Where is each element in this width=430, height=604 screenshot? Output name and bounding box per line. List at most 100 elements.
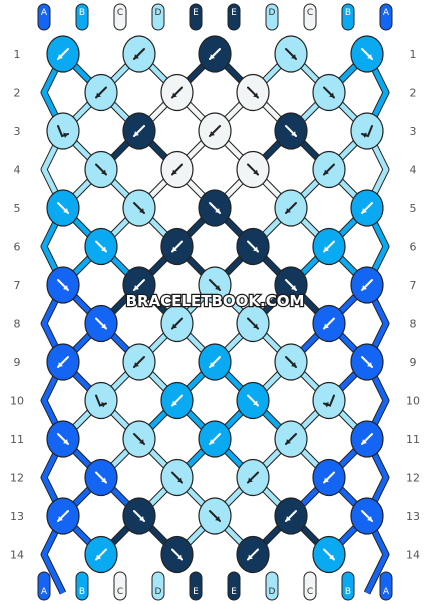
knot bbox=[236, 458, 270, 497]
row-number: 5 bbox=[14, 202, 21, 215]
strand-letter: E bbox=[231, 587, 237, 597]
knot bbox=[350, 35, 384, 73]
knot bbox=[236, 304, 270, 343]
arrowhead-icon bbox=[329, 92, 334, 98]
knot bbox=[312, 381, 346, 420]
knot bbox=[198, 343, 232, 381]
strand-end bbox=[341, 3, 355, 31]
arrowhead-icon bbox=[63, 439, 68, 444]
strand-end bbox=[227, 571, 241, 601]
arrowhead-icon bbox=[215, 208, 220, 213]
strand-letter: D bbox=[269, 587, 276, 597]
knot bbox=[350, 497, 384, 535]
row-number: 14 bbox=[10, 549, 24, 562]
arrowhead-icon bbox=[210, 439, 215, 444]
arrowhead-icon bbox=[248, 554, 253, 560]
row-number: 10 bbox=[406, 395, 420, 408]
knot bbox=[274, 420, 308, 458]
knot bbox=[46, 112, 80, 150]
strand-end bbox=[379, 571, 393, 601]
arrowhead-icon bbox=[139, 208, 144, 213]
knot bbox=[122, 420, 156, 458]
knot bbox=[160, 458, 194, 497]
strand-letter: E bbox=[193, 587, 199, 597]
row-number: 11 bbox=[10, 433, 24, 446]
knot bbox=[84, 458, 118, 497]
arrowhead-icon bbox=[58, 362, 63, 367]
knot bbox=[350, 189, 384, 227]
strand-end bbox=[341, 571, 355, 601]
strand-letter: C bbox=[307, 587, 313, 597]
strand-end bbox=[37, 3, 51, 31]
row-number: 11 bbox=[406, 433, 420, 446]
knot bbox=[274, 112, 308, 150]
strand-letter: E bbox=[231, 8, 237, 18]
knot bbox=[274, 497, 308, 535]
row-number: 1 bbox=[14, 48, 21, 61]
strand-letter: C bbox=[117, 8, 123, 18]
arrowhead-icon bbox=[286, 208, 291, 213]
strand-end bbox=[189, 3, 203, 31]
arrowhead-icon bbox=[286, 516, 291, 521]
arrowhead-icon bbox=[324, 477, 329, 483]
knot bbox=[122, 112, 156, 150]
strand-end bbox=[75, 3, 89, 31]
row-number: 5 bbox=[410, 202, 417, 215]
strand-end bbox=[189, 571, 203, 601]
arrowhead-icon bbox=[248, 477, 253, 483]
knot bbox=[46, 343, 80, 381]
knot bbox=[198, 420, 232, 458]
knot bbox=[312, 458, 346, 497]
knot bbox=[236, 381, 270, 420]
knot bbox=[160, 227, 194, 266]
arrowhead-icon bbox=[101, 323, 106, 329]
arrowhead-icon bbox=[210, 362, 215, 367]
knot bbox=[274, 343, 308, 381]
arrowhead-icon bbox=[291, 285, 296, 290]
strand-letter: D bbox=[155, 587, 162, 597]
knot bbox=[198, 497, 232, 535]
arrowhead-icon bbox=[291, 362, 296, 367]
watermark: BRACELETBOOK.COM bbox=[126, 292, 305, 310]
arrowhead-icon bbox=[367, 516, 372, 521]
arrowhead-icon bbox=[362, 132, 367, 138]
arrowhead-icon bbox=[324, 169, 329, 175]
arrowhead-icon bbox=[210, 54, 215, 59]
knot bbox=[236, 227, 270, 266]
arrowhead-icon bbox=[253, 400, 258, 406]
arrowhead-icon bbox=[362, 208, 367, 213]
row-number: 7 bbox=[14, 279, 21, 292]
arrowhead-icon bbox=[96, 554, 101, 560]
strand-letter: C bbox=[307, 8, 313, 18]
strand-end bbox=[227, 3, 241, 31]
arrowhead-icon bbox=[96, 92, 101, 98]
arrowhead-icon bbox=[134, 362, 139, 367]
strand-letter: C bbox=[117, 587, 123, 597]
knot bbox=[236, 150, 270, 189]
row-number: 8 bbox=[14, 318, 21, 331]
row-number: 12 bbox=[10, 472, 24, 485]
arrowhead-icon bbox=[58, 516, 63, 521]
strand-end bbox=[379, 3, 393, 31]
arrowhead-icon bbox=[324, 323, 329, 329]
arrowhead-icon bbox=[362, 439, 367, 444]
row-number: 1 bbox=[410, 48, 417, 61]
knot bbox=[312, 73, 346, 112]
row-number: 14 bbox=[406, 549, 420, 562]
arrowhead-icon bbox=[324, 402, 329, 408]
knot bbox=[122, 343, 156, 381]
row-number: 3 bbox=[14, 125, 21, 138]
strand-end bbox=[37, 571, 51, 601]
knot bbox=[160, 535, 194, 574]
row-number: 9 bbox=[410, 356, 417, 369]
knot-body bbox=[312, 381, 346, 420]
arrowhead-icon bbox=[172, 92, 177, 98]
knot bbox=[312, 304, 346, 343]
row-number: 3 bbox=[410, 125, 417, 138]
arrowhead-icon bbox=[172, 169, 177, 175]
knot bbox=[84, 304, 118, 343]
knot bbox=[46, 497, 80, 535]
row-number: 7 bbox=[410, 279, 417, 292]
